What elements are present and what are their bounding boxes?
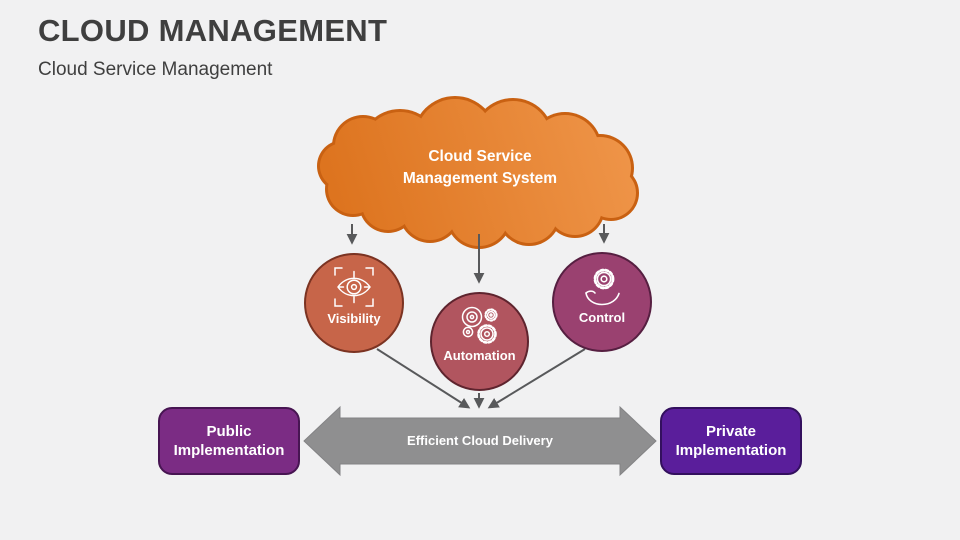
node-visibility: Visibility [304, 253, 404, 353]
page-subtitle: Cloud Service Management [38, 59, 273, 80]
node-label: Visibility [327, 311, 381, 326]
delivery-arrow [303, 405, 657, 477]
node-control: Control [552, 252, 652, 352]
page-title: CLOUD MANAGEMENT [38, 13, 388, 48]
cloud-label: Cloud Service Management System [350, 146, 610, 190]
node-label: Automation [443, 348, 516, 363]
private-implementation-box: Private Implementation [660, 407, 802, 475]
delivery-arrow-label: Efficient Cloud Delivery [407, 433, 553, 448]
hand-gear-icon [585, 268, 620, 306]
eye-scan-icon [334, 267, 374, 307]
node-label: Control [578, 310, 626, 325]
node-automation: Automation [430, 292, 529, 391]
gears-icon [461, 306, 498, 344]
public-implementation-box: Public Implementation [158, 407, 300, 475]
private-implementation-label: Private Implementation [675, 422, 787, 460]
cloud-shape [320, 99, 636, 246]
cloud-label-line1: Cloud Service [428, 148, 532, 165]
public-implementation-label: Public Implementation [173, 422, 285, 460]
connector-arrows [346, 224, 610, 409]
cloud-label-line2: Management System [402, 170, 558, 187]
